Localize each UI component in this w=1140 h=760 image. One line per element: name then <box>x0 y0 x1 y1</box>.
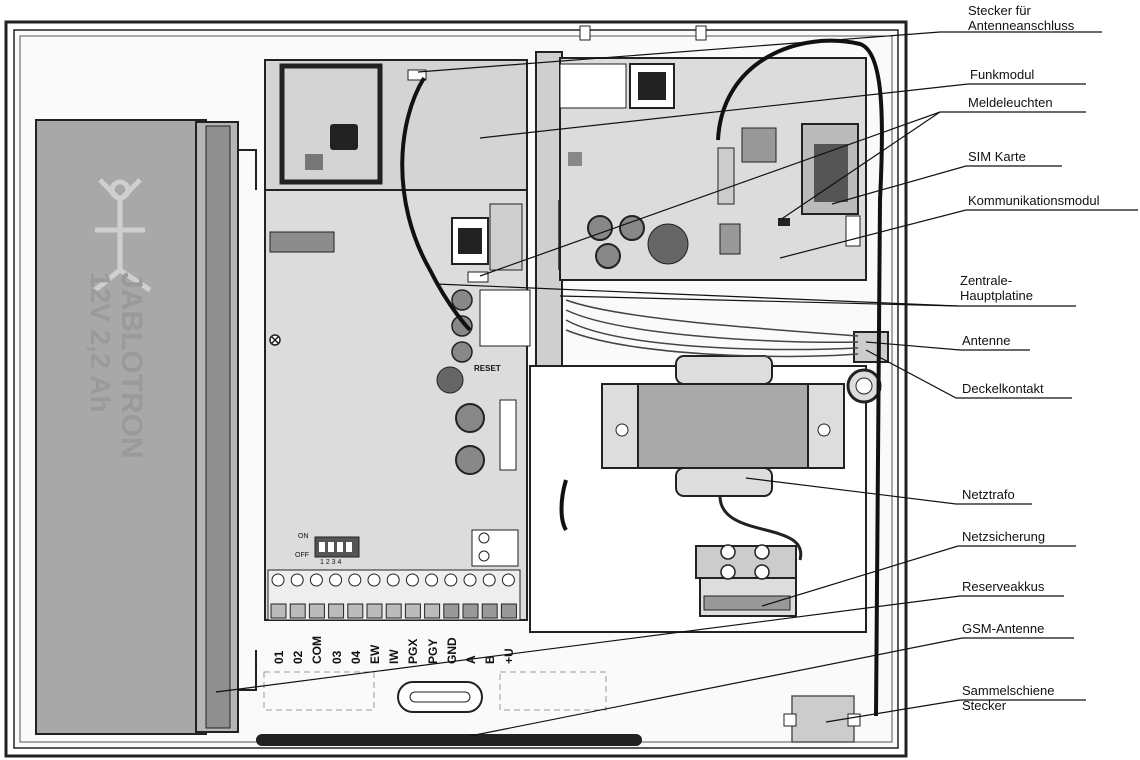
label-line: Sammelschiene <box>962 683 1055 698</box>
terminal-block <box>443 603 460 619</box>
label-meldeleuchten: Meldeleuchten <box>968 95 1053 110</box>
label-kommunikationsmodul: Kommunikationsmodul <box>968 193 1100 208</box>
terminal-block <box>289 603 306 619</box>
terminal-screw <box>348 573 362 587</box>
sammelschiene-stecker <box>783 695 861 743</box>
terminal-block <box>462 603 479 619</box>
terminal-label: IW <box>387 649 402 664</box>
gsm-antenne-bar <box>256 671 642 746</box>
label-reserveakkus: Reserveakkus <box>962 579 1045 594</box>
terminal-block <box>328 603 345 619</box>
terminal-label: A <box>464 655 478 664</box>
label-funkmodul: Funkmodul <box>970 67 1035 82</box>
terminal-block <box>385 603 402 619</box>
label-antenne: Antenne <box>962 333 1011 348</box>
terminal-block <box>424 603 441 619</box>
label-line: Zentrale- <box>960 273 1013 288</box>
terminal-label: PGX <box>406 638 421 664</box>
label-gsm-antenne: GSM-Antenne <box>962 621 1045 636</box>
terminal-block <box>404 603 421 619</box>
terminal-block <box>500 603 517 619</box>
terminal-block <box>347 603 364 619</box>
label-line: Stecker für <box>968 3 1031 18</box>
terminal-label: +U <box>502 648 517 664</box>
terminal-screw <box>501 573 515 587</box>
label-zentrale-hauptplatine: Zentrale- Hauptplatine <box>960 273 1033 303</box>
screw-icon <box>269 334 281 346</box>
terminal-block <box>308 603 325 619</box>
terminal-label: PGY <box>425 638 440 664</box>
terminal-label: 03 <box>329 650 344 664</box>
terminal-screw <box>405 573 419 587</box>
terminal-label: 04 <box>348 650 363 664</box>
label-netzsicherung: Netzsicherung <box>962 529 1046 544</box>
terminal-label: 02 <box>291 650 306 664</box>
terminal-label: COM <box>310 636 325 664</box>
funkmodul-board <box>264 59 528 191</box>
terminal-screw <box>425 573 439 587</box>
terminal-screw <box>290 573 304 587</box>
terminal-screw <box>367 573 381 587</box>
terminal-label: GND <box>444 637 459 664</box>
label-line: Hauptplatine <box>960 288 1033 303</box>
terminal-block <box>270 603 287 619</box>
deckelkontakt <box>846 331 889 404</box>
terminal-label: B <box>483 655 498 664</box>
jablotron-logo-icon <box>93 178 152 293</box>
battery-reserveakku <box>35 119 257 735</box>
label-line: Antenneanschluss <box>968 18 1075 33</box>
leader-lines <box>215 31 1138 737</box>
label-deckelkontakt: Deckelkontakt <box>962 381 1044 396</box>
wiring <box>400 38 884 717</box>
dip-off-label: OFF <box>295 552 309 559</box>
label-line: Stecker <box>962 698 1007 713</box>
terminal-screw <box>329 573 343 587</box>
battery-spec: 12V 2,2 Ah <box>85 272 116 413</box>
battery-brand: JABLOTRON <box>115 272 148 459</box>
terminal-block <box>481 603 498 619</box>
terminal-screw <box>309 573 323 587</box>
dip-on-label: ON <box>298 533 309 540</box>
terminal-screw <box>482 573 496 587</box>
zentrale-hauptplatine <box>264 189 531 621</box>
terminal-strip <box>267 569 521 621</box>
netzteil-section <box>529 355 867 633</box>
label-sammelschiene-stecker: Sammelschiene Stecker <box>962 683 1055 713</box>
dip-numbers-label: 1 2 3 4 <box>320 559 342 566</box>
terminal-screw <box>271 573 285 587</box>
label-netztrafo: Netztrafo <box>962 487 1015 502</box>
kommunikationsmodul-board <box>559 57 867 281</box>
reset-label: RESET <box>474 364 501 373</box>
terminal-screw <box>463 573 477 587</box>
terminal-block <box>366 603 383 619</box>
label-stecker-antennenanschluss: Stecker für Antenneanschluss <box>968 3 1074 33</box>
terminal-label: 01 <box>272 650 286 664</box>
terminal-label: EW <box>368 644 382 664</box>
terminal-screw <box>386 573 400 587</box>
label-sim-karte: SIM Karte <box>968 149 1026 164</box>
terminal-screw <box>444 573 458 587</box>
